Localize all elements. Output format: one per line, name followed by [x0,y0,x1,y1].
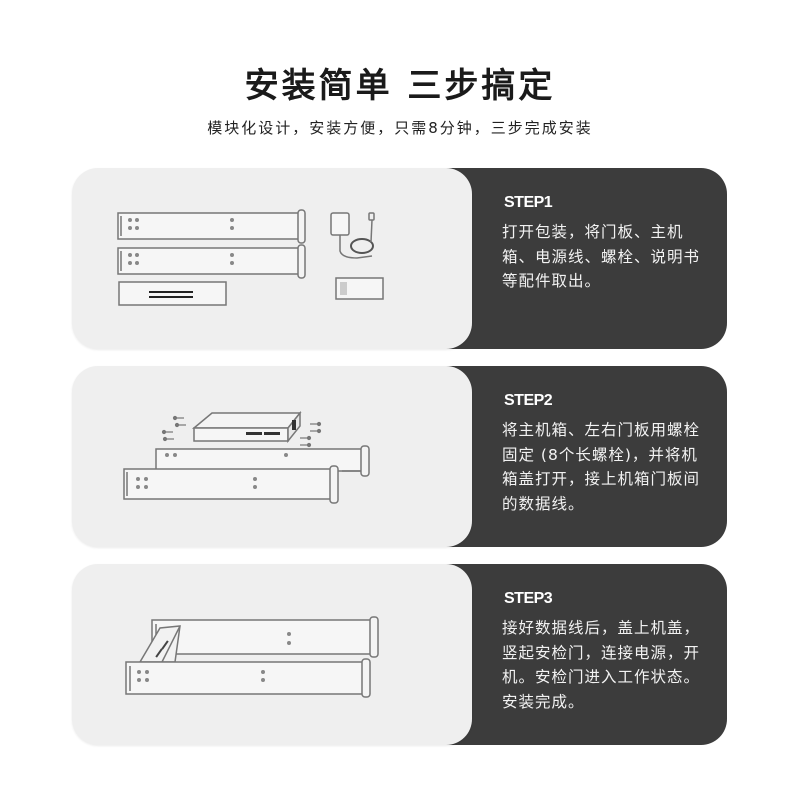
step-card-1: STEP1 打开包装，将门板、主机箱、电源线、螺栓、说明书等配件取出。 [72,168,727,349]
step-3-illustration-panel [72,564,472,745]
step-2-text: 将主机箱、左右门板用螺栓固定 (8个长螺栓)，并将机箱盖打开，接上机箱门板间的数… [502,421,701,513]
step-3-label: STEP3 [504,590,553,607]
step-2-label: STEP2 [504,392,553,409]
page-title: 安装简单 三步搞定 [244,66,556,106]
step-1-label: STEP1 [504,194,553,211]
step-card-2: STEP2 将主机箱、左右门板用螺栓固定 (8个长螺栓)，并将机箱盖打开，接上机… [72,366,727,547]
step-3-text-panel: STEP3 接好数据线后，盖上机盖，竖起安检门，连接电源，开机。安检门进入工作状… [438,564,727,745]
step-2-illustration-panel [72,366,472,547]
step-2-text-panel: STEP2 将主机箱、左右门板用螺栓固定 (8个长螺栓)，并将机箱盖打开，接上机… [438,366,727,547]
step-3-text: 接好数据线后，盖上机盖，竖起安检门，连接电源，开机。安检门进入工作状态。安装完成… [502,619,701,711]
assembled-gate-icon [125,616,379,698]
step-card-3: STEP3 接好数据线后，盖上机盖，竖起安检门，连接电源，开机。安检门进入工作状… [72,564,727,745]
unpacked-parts-icon [117,209,384,306]
step-1-text: 打开包装，将门板、主机箱、电源线、螺栓、说明书等配件取出。 [502,223,701,290]
page-subtitle: 模块化设计，安装方便，只需8分钟，三步完成安装 [207,119,593,137]
assemble-panels-icon [123,410,370,504]
step-1-illustration-panel [72,168,472,349]
step-1-text-panel: STEP1 打开包装，将门板、主机箱、电源线、螺栓、说明书等配件取出。 [438,168,727,349]
